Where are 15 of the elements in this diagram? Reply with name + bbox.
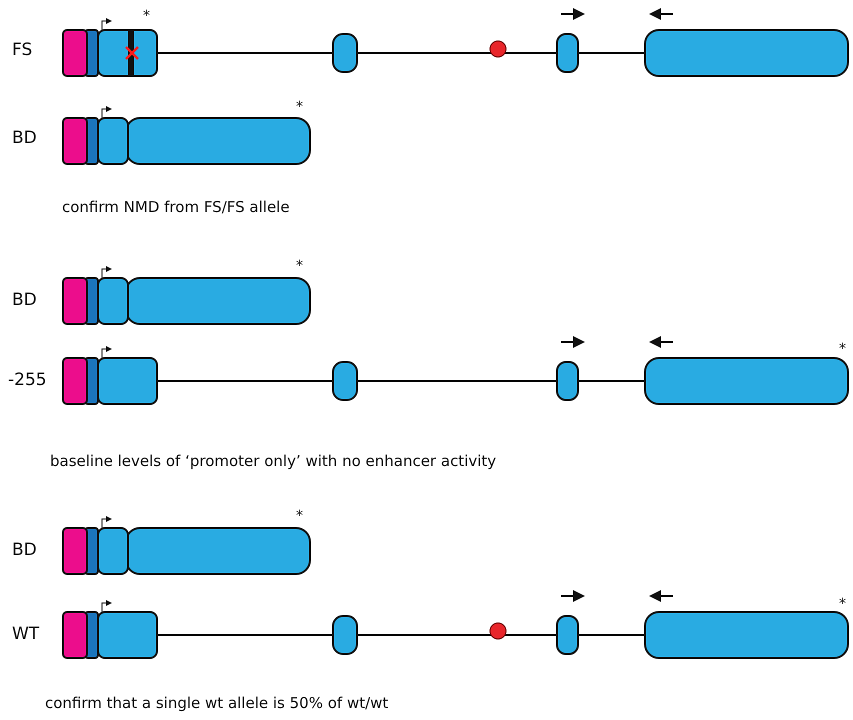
row-label: BD [12, 540, 37, 560]
note-text: confirm NMD from FS/FS allele [62, 198, 290, 216]
row-label: BD [12, 128, 37, 148]
stop-codon-mark: * [296, 99, 303, 116]
stop-codon-mark: * [839, 596, 846, 613]
stop-codon-mark: * [296, 258, 303, 275]
row-label: -255 [8, 370, 47, 390]
row-label: FS [12, 40, 32, 60]
row-label: WT [12, 624, 40, 644]
stop-codon-mark: * [143, 8, 150, 25]
stop-codon-mark: * [839, 341, 846, 358]
note-text: baseline levels of ‘promoter only’ with no enhancer activity [50, 452, 496, 470]
stop-codon-mark: * [296, 508, 303, 525]
row-label: BD [12, 290, 37, 310]
note-text: confirm that a single wt allele is 50% of wt/wt [45, 694, 388, 712]
